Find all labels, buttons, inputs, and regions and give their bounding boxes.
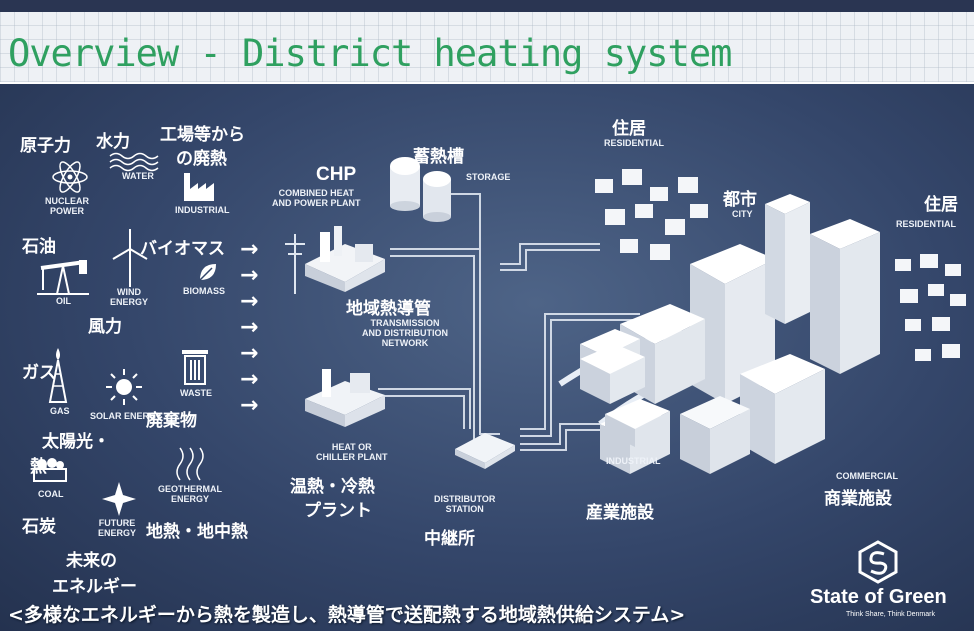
logo-tagline: Think Share, Think Denmark — [846, 611, 935, 618]
nuclear-icon — [52, 161, 88, 193]
industrial-heat-label-2: の廃熱 — [176, 149, 227, 169]
solar-label-1: 太陽光・ — [42, 432, 110, 452]
water-icon — [109, 152, 159, 172]
chp-label: CHP — [316, 164, 357, 185]
residential-houses-left — [595, 169, 708, 260]
solar-label-2: 熱 — [30, 457, 47, 477]
coal-label: 石炭 — [22, 517, 56, 537]
geothermal-label: 地熱・地中熱 — [146, 522, 248, 542]
industrial-consumer-en-label: INDUSTRIAL — [606, 456, 661, 466]
water-en-label: WATER — [122, 171, 154, 181]
industrial-consumer-label: 産業施設 — [586, 503, 654, 523]
solar-en-label: SOLAR ENERGY — [90, 411, 163, 421]
chp-plant-building — [305, 226, 385, 292]
arrow-icon: → — [240, 237, 259, 262]
geothermal-icon — [176, 447, 204, 481]
city-label: 都市 — [723, 190, 757, 210]
residential-right-en-label: RESIDENTIAL — [896, 219, 957, 229]
oil-label: 石油 — [22, 237, 56, 257]
heat-plant-label-1: 温熱・冷熱 — [290, 477, 375, 497]
page-title: Overview - District heating system — [8, 32, 732, 75]
heat-plant-en-label: HEAT OR CHILLER PLANT — [316, 442, 388, 462]
industrial-consumer-buildings — [580, 344, 670, 447]
commercial-label: 商業施設 — [824, 489, 892, 509]
residential-left-label: 住居 — [612, 119, 646, 139]
heat-plant-label-2: プラント — [304, 501, 372, 521]
geothermal-en-label: GEOTHERMAL ENERGY — [158, 484, 222, 504]
industrial-heat-label-1: 工場等から — [160, 125, 245, 145]
coal-cart-icon — [33, 458, 67, 482]
storage-en-label: STORAGE — [466, 172, 511, 182]
gas-en-label: GAS — [50, 406, 70, 416]
distributor-station-building — [455, 433, 515, 469]
network-label: 地域熱導管 — [346, 299, 431, 319]
wind-label: 風力 — [88, 317, 122, 337]
heat-plant-building — [305, 369, 385, 427]
distributor-en-label: DISTRIBUTOR STATION — [434, 494, 496, 514]
nuclear-label: 原子力 — [20, 136, 71, 156]
coal-en-label: COAL — [38, 489, 64, 499]
commercial-en-label: COMMERCIAL — [836, 471, 898, 481]
state-of-green-logo-icon — [858, 540, 898, 584]
gas-label: ガス — [22, 363, 56, 383]
chp-en-label: COMBINED HEAT AND POWER PLANT — [272, 188, 361, 208]
future-en-label: FUTURE ENERGY — [98, 518, 137, 538]
biomass-en-label: BIOMASS — [183, 286, 226, 296]
waste-bin-icon — [182, 350, 208, 385]
storage-label: 蓄熱槽 — [413, 147, 464, 167]
biomass-label: バイオマス — [140, 239, 225, 259]
sun-icon — [106, 369, 142, 405]
diagram-area: → → → → → → → 原子力 NUCLEAR POWER 水力 WATER… — [0, 84, 974, 631]
residential-left-en-label: RESIDENTIAL — [604, 138, 665, 148]
storage-tanks — [390, 157, 451, 222]
biomass-icon — [199, 264, 216, 281]
residential-houses-right — [895, 254, 966, 361]
future-energy-icon — [102, 482, 136, 516]
network-en-label: TRANSMISSION AND DISTRIBUTION NETWORK — [362, 318, 448, 348]
bottom-caption: <多様なエネルギーから熱を製造し、熱導管で送配熱する地域熱供給システム> — [8, 604, 686, 626]
arrow-icon: → — [240, 367, 259, 392]
residential-right-label: 住居 — [924, 195, 958, 215]
arrow-icon: → — [240, 393, 259, 418]
pylon-icon — [285, 234, 305, 294]
waste-label: 廃棄物 — [146, 411, 197, 431]
oil-en-label: OIL — [56, 296, 71, 306]
water-label: 水力 — [96, 132, 130, 152]
arrow-icon: → — [240, 341, 259, 366]
arrow-icon: → — [240, 289, 259, 314]
oil-pump-icon — [37, 260, 89, 295]
industrial-en-label: INDUSTRIAL — [175, 205, 230, 215]
wind-turbine-icon — [112, 229, 148, 287]
waste-en-label: WASTE — [180, 388, 213, 398]
arrow-icon: → — [240, 315, 259, 340]
distributor-label: 中継所 — [424, 529, 475, 549]
arrow-icon: → — [240, 263, 259, 288]
top-bar — [0, 0, 974, 12]
future-label-1: 未来の — [66, 551, 117, 571]
title-header: Overview - District heating system — [0, 12, 974, 82]
nuclear-en-label: NUCLEAR POWER — [45, 196, 89, 216]
logo-name: State of Green — [810, 586, 947, 608]
city-en-label: CITY — [732, 209, 753, 219]
factory-icon — [184, 173, 214, 201]
wind-en-label: WIND ENERGY — [110, 287, 149, 307]
gas-tower-icon — [48, 348, 68, 403]
future-label-2: エネルギー — [52, 577, 137, 597]
